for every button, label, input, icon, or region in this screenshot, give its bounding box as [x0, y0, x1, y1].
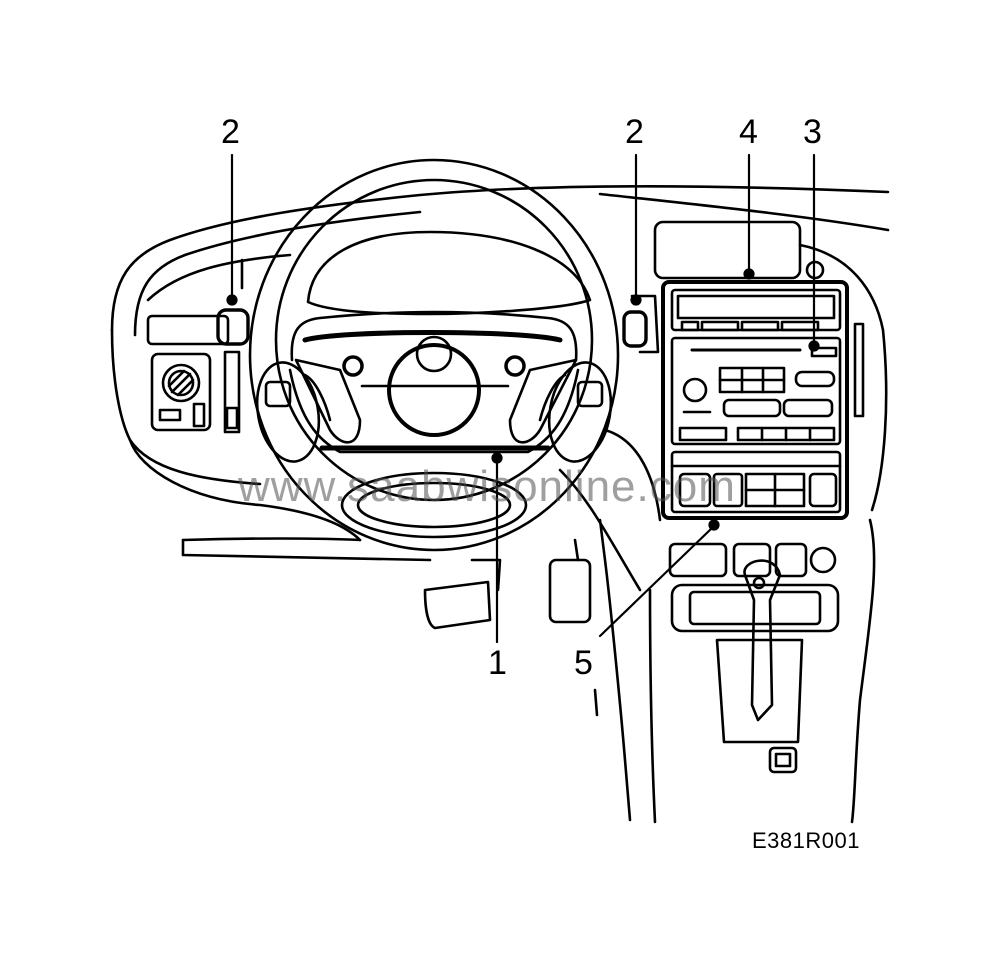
callout-leaders — [226, 153, 820, 644]
center-stack — [653, 220, 865, 774]
watermark-text: www.saabwisonline.com — [238, 462, 736, 511]
pedals — [423, 538, 592, 630]
callout-steering-wheel: 1 — [488, 644, 507, 682]
stalk-levers — [216, 294, 660, 354]
callout-right-stalk: 2 — [625, 113, 644, 151]
callout-climate-control: 5 — [574, 644, 593, 682]
figure-id: E381R001 — [752, 828, 860, 853]
dashboard-outline — [110, 185, 890, 824]
left-controls — [146, 253, 292, 434]
callout-radio: 3 — [803, 113, 822, 151]
steering-wheel — [248, 158, 620, 552]
instrument-cluster — [306, 230, 592, 316]
callout-center-panel: 4 — [739, 113, 758, 151]
callout-left-stalk: 2 — [221, 113, 240, 151]
